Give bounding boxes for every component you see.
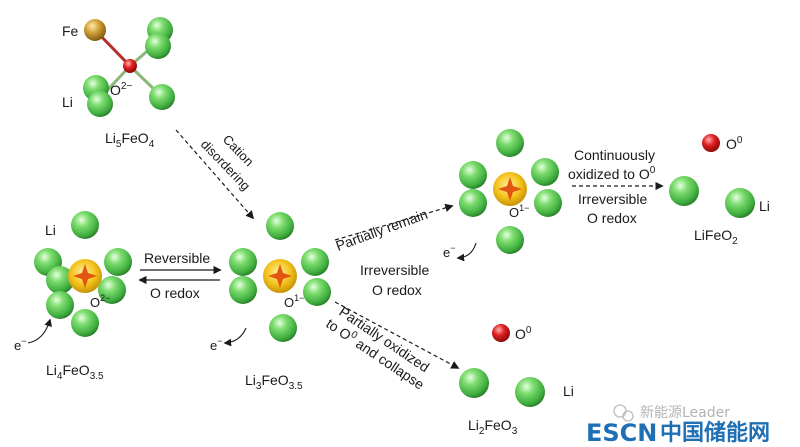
formula-lifeo2: LiFeO2 bbox=[694, 227, 738, 247]
li-atom bbox=[269, 314, 297, 342]
reversible-label: Reversible bbox=[144, 250, 210, 266]
o-star bbox=[498, 177, 522, 201]
partially-remain-label: Partially remain bbox=[334, 206, 430, 254]
li-atom bbox=[46, 291, 74, 319]
li-atom bbox=[301, 248, 329, 276]
li-atom bbox=[459, 189, 487, 217]
oredox-mid-label: O redox bbox=[372, 282, 422, 298]
li-label-left: Li bbox=[45, 222, 56, 238]
li-atom bbox=[98, 276, 126, 304]
electron-arrow-center bbox=[223, 327, 247, 347]
li-atom bbox=[459, 368, 489, 398]
formula-li3feo35: Li3FeO3.5 bbox=[245, 372, 303, 392]
li-atom bbox=[515, 377, 545, 407]
li-atom bbox=[266, 212, 294, 240]
li-atom bbox=[71, 309, 99, 337]
o1-label-right: O1− bbox=[509, 203, 529, 220]
li-atom bbox=[496, 129, 524, 157]
li-label-right: Li bbox=[759, 198, 770, 214]
o-star bbox=[73, 264, 97, 288]
wechat-account: 新能源Leader bbox=[640, 405, 730, 421]
fe-label: Fe bbox=[62, 23, 79, 39]
o1-label-center: O1− bbox=[284, 293, 304, 310]
reversible-oredox-label: O redox bbox=[150, 285, 200, 301]
formula-li4feo35: Li4FeO3.5 bbox=[46, 362, 104, 382]
partially-remain-structure bbox=[459, 129, 562, 254]
escn-logo-text: ESCN bbox=[586, 419, 657, 447]
o-atom bbox=[123, 59, 137, 73]
li-atom bbox=[149, 84, 175, 110]
li-atom bbox=[459, 161, 487, 189]
li-atom bbox=[496, 226, 524, 254]
wechat-icon bbox=[613, 404, 627, 418]
li3feo35-structure bbox=[229, 212, 331, 342]
irreversible-mid-label: Irreversible bbox=[360, 262, 429, 278]
li4feo35-structure bbox=[34, 211, 132, 337]
electron-left: e− bbox=[14, 336, 27, 353]
li-atom bbox=[229, 248, 257, 276]
partially-oxidized-arrow bbox=[334, 301, 460, 369]
li-atom bbox=[46, 266, 74, 294]
o-star bbox=[268, 264, 292, 288]
formula-li5feo4: Li5FeO4 bbox=[105, 130, 155, 150]
li-atom bbox=[534, 189, 562, 217]
wechat-watermark: 新能源Leader bbox=[613, 404, 730, 422]
fe-atom bbox=[84, 19, 106, 41]
li-atom bbox=[669, 176, 699, 206]
irreversible-top-label: Irreversible bbox=[578, 191, 647, 207]
o0-atom-top bbox=[702, 134, 720, 152]
electron-right: e− bbox=[443, 243, 456, 260]
formula-li2feo3: Li2FeO3 bbox=[468, 417, 518, 437]
li-atom bbox=[229, 276, 257, 304]
electron-center: e− bbox=[210, 336, 223, 353]
li-atom bbox=[145, 33, 171, 59]
brand-cn-text: 中国储能网 bbox=[660, 420, 770, 446]
o0-label-bottom: O0 bbox=[515, 325, 532, 342]
o2-label-left: O2− bbox=[90, 293, 110, 310]
li-atom bbox=[725, 188, 755, 218]
li-label-bottom: Li bbox=[563, 383, 574, 399]
partially-remain-arrow bbox=[334, 203, 454, 241]
continuously-label: Continuously bbox=[574, 147, 655, 163]
oredox-top-label: O redox bbox=[587, 210, 637, 226]
li5feo4-structure bbox=[83, 17, 175, 117]
cation-disordering-arrow bbox=[175, 129, 255, 220]
electron-arrow-right bbox=[456, 242, 477, 262]
li-atom bbox=[531, 158, 559, 186]
li-label-top: Li bbox=[62, 94, 73, 110]
oxidized-to-o0-label: oxidized to O0 bbox=[568, 165, 656, 182]
o2-label-top: O2− bbox=[110, 81, 132, 98]
wechat-icon-2 bbox=[622, 410, 634, 422]
o0-atom-bottom bbox=[492, 324, 510, 342]
li-atom bbox=[104, 248, 132, 276]
o0-label-top: O0 bbox=[726, 135, 743, 152]
li-atom bbox=[71, 211, 99, 239]
li-atom bbox=[87, 91, 113, 117]
li-atom bbox=[303, 278, 331, 306]
electron-arrow-left bbox=[27, 318, 52, 344]
